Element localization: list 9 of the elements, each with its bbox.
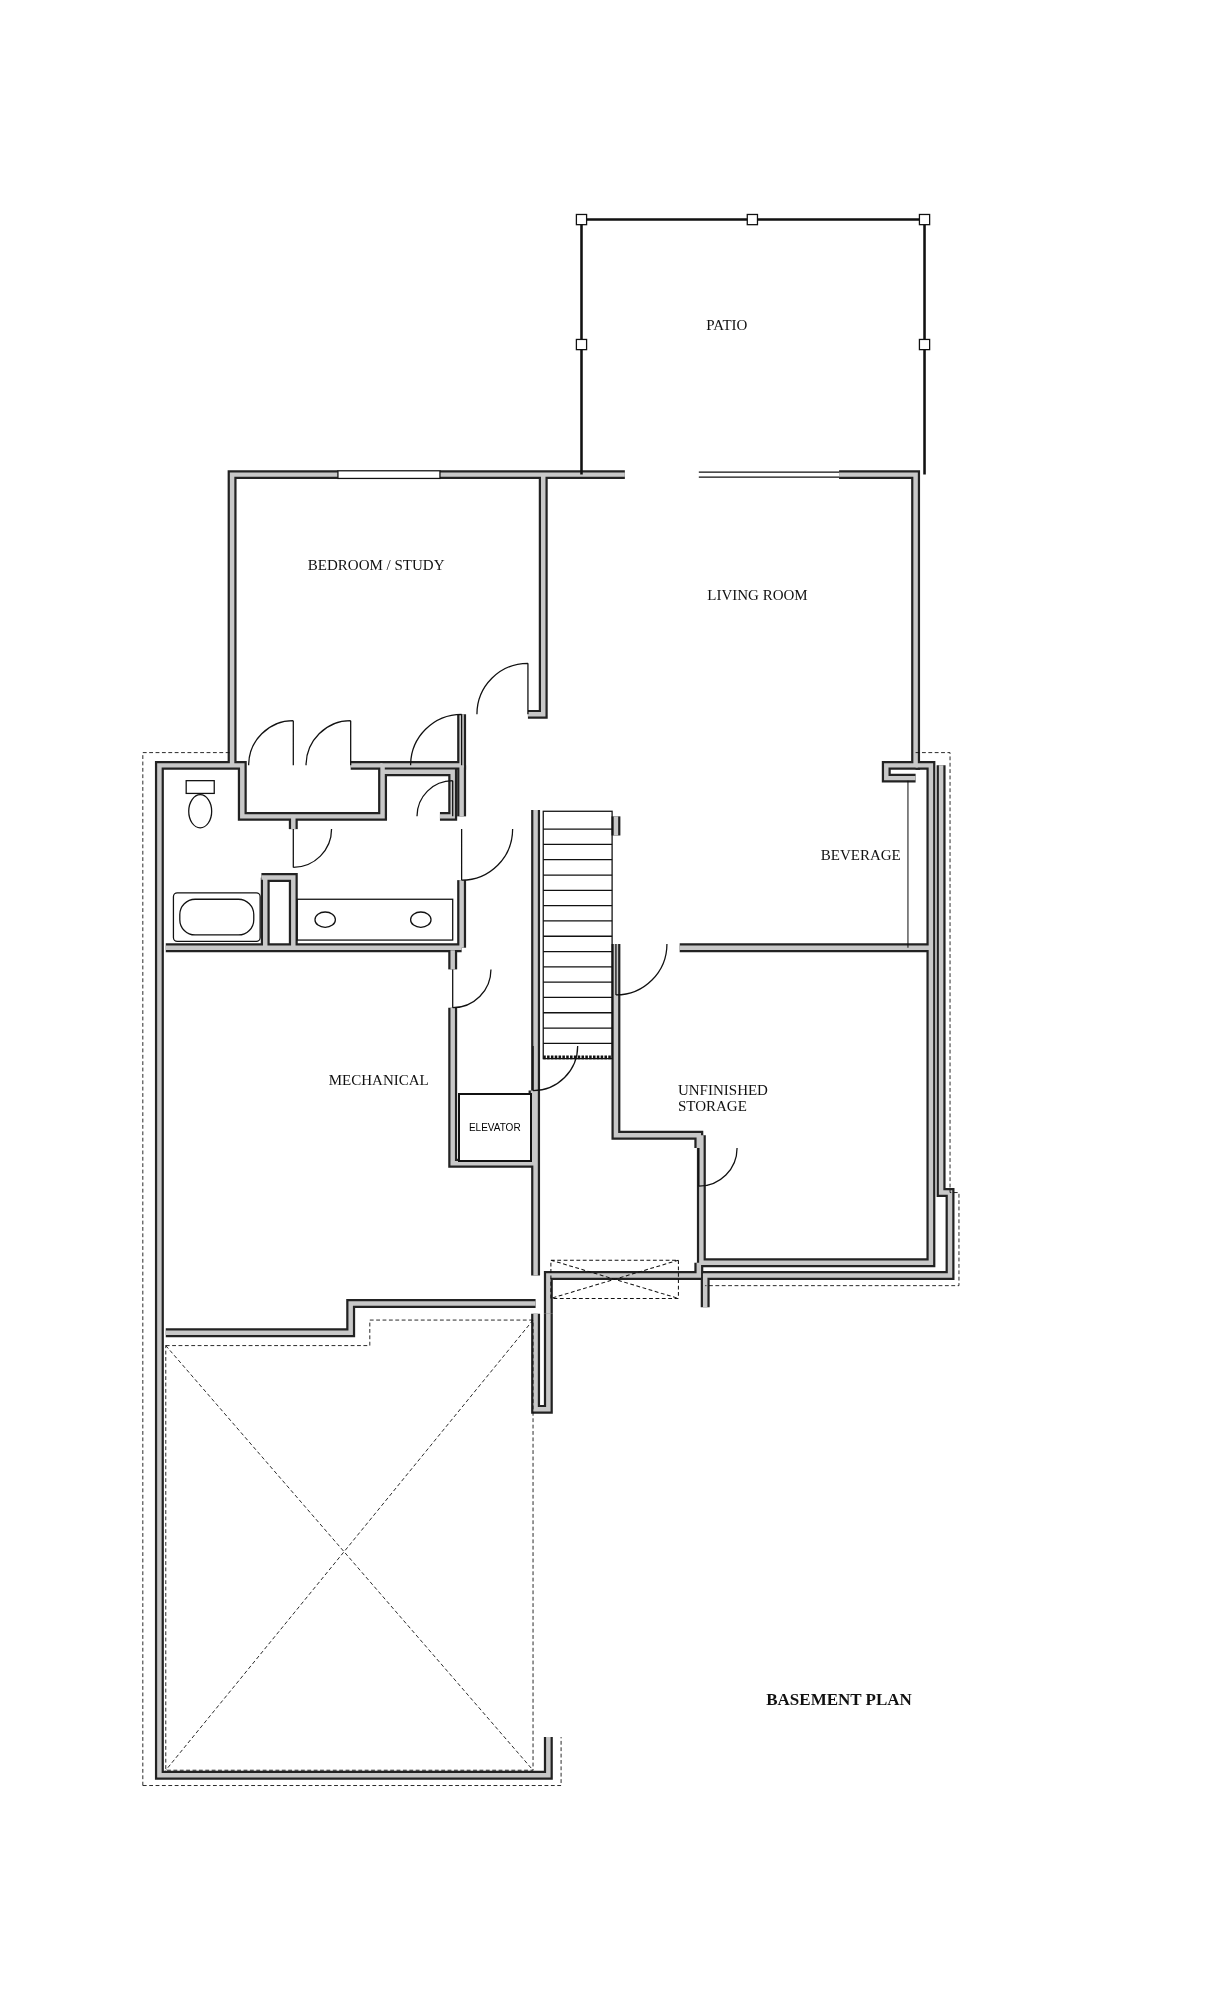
plan-title: BASEMENT PLAN (766, 1690, 912, 1709)
elevator-box (457, 1092, 532, 1162)
room-label: BEVERAGE (820, 847, 901, 864)
room-label: BEDROOM / STUDY (307, 558, 445, 575)
room-label: LIVING ROOM (707, 587, 808, 604)
room-label: ELEVATOR (468, 1121, 521, 1133)
room-label: PATIO (706, 318, 748, 335)
room-label: MECHANICAL (328, 1073, 429, 1090)
room-label: UNFINISHED STORAGE (677, 1083, 769, 1115)
